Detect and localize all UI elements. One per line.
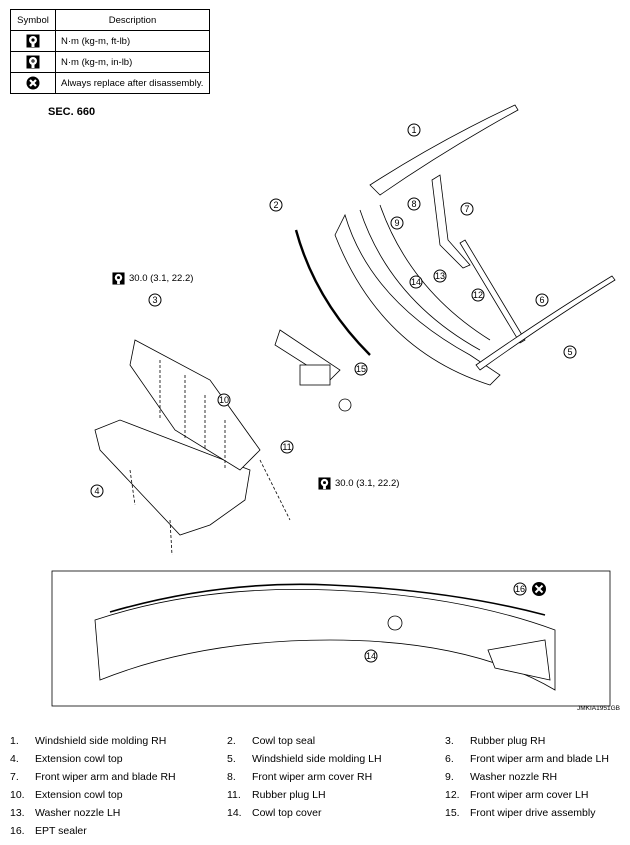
torque-label-lower: 30.0 (3.1, 22.2)	[318, 477, 399, 490]
callout-8: 8	[407, 197, 421, 211]
svg-text:5: 5	[567, 347, 572, 357]
svg-text:3: 3	[152, 295, 157, 305]
callout-12: 12	[471, 288, 485, 302]
legend-num: 15.	[445, 807, 460, 819]
legend-text: Front wiper arm and blade LH	[470, 753, 609, 765]
symbol-table: Symbol Description N·m (kg-m, ft-lb) N·m…	[10, 9, 210, 94]
callout-14-detail: 14	[364, 649, 378, 663]
callout-3: 3	[148, 293, 162, 307]
callout-11: 11	[280, 440, 294, 454]
callout-1: 1	[407, 123, 421, 137]
legend-text: EPT sealer	[35, 825, 87, 837]
callout-9: 9	[390, 216, 404, 230]
legend-num: 10.	[10, 789, 25, 801]
legend-row: 1. Windshield side molding RH 2. Cowl top …	[10, 732, 625, 750]
legend-num: 2.	[227, 735, 236, 747]
legend-num: 7.	[10, 771, 19, 783]
legend-text: Front wiper arm and blade RH	[35, 771, 176, 783]
svg-text:15: 15	[356, 364, 366, 374]
symbol-desc-3: Always replace after disassembly.	[55, 72, 210, 94]
legend-text: Extension cowl top	[35, 789, 123, 801]
exploded-diagram: 1 2 3 4 5 6 7 8 9 10 11 12 13 14 15 14 1…	[51, 104, 616, 707]
torque-wrench-icon	[26, 34, 40, 48]
legend-text: Rubber plug RH	[470, 735, 546, 747]
svg-text:2: 2	[273, 200, 278, 210]
torque-label-upper: 30.0 (3.1, 22.2)	[112, 272, 193, 285]
legend-text: Front wiper drive assembly	[470, 807, 596, 819]
legend-text: Windshield side molding LH	[252, 753, 382, 765]
svg-text:10: 10	[219, 395, 229, 405]
legend-num: 3.	[445, 735, 454, 747]
svg-text:12: 12	[473, 290, 483, 300]
svg-text:11: 11	[282, 442, 291, 452]
callout-2: 2	[269, 198, 283, 212]
torque-value-lower: 30.0 (3.1, 22.2)	[335, 478, 400, 489]
callout-10: 10	[217, 393, 231, 407]
legend-text: Cowl top cover	[252, 807, 322, 819]
callout-14: 14	[409, 275, 423, 289]
legend-row: 13. Washer nozzle LH 14. Cowl top cover 15…	[10, 804, 625, 822]
callout-6: 6	[535, 293, 549, 307]
detail-box	[51, 570, 611, 707]
legend-text: Rubber plug LH	[252, 789, 326, 801]
svg-text:1: 1	[411, 125, 416, 135]
legend-num: 16.	[10, 825, 25, 837]
callout-4: 4	[90, 484, 104, 498]
torque-wrench-icon	[318, 477, 331, 490]
legend-num: 8.	[227, 771, 236, 783]
legend-text: Cowl top seal	[252, 735, 316, 747]
legend-num: 12.	[445, 789, 460, 801]
torque-wrench-small-icon	[26, 55, 40, 69]
legend-num: 11.	[227, 789, 241, 801]
legend-num: 5.	[227, 753, 236, 765]
always-replace-icon	[26, 76, 40, 90]
section-label: SEC. 660	[48, 106, 96, 118]
always-replace-icon	[532, 582, 546, 596]
legend-row: 16. EPT sealer	[10, 822, 625, 840]
legend-text: Front wiper arm cover RH	[252, 771, 373, 783]
svg-text:6: 6	[539, 295, 544, 305]
torque-value-upper: 30.0 (3.1, 22.2)	[129, 273, 194, 284]
callout-13: 13	[433, 269, 447, 283]
legend-row: 10.Extension cowl top 11.Rubber plug LH …	[10, 786, 625, 804]
svg-text:8: 8	[411, 199, 416, 209]
legend-text: Front wiper arm cover LH	[470, 789, 589, 801]
svg-text:4: 4	[94, 486, 99, 496]
svg-text:7: 7	[464, 204, 469, 214]
svg-text:14: 14	[411, 277, 421, 287]
svg-text:13: 13	[435, 271, 445, 281]
callout-5: 5	[563, 345, 577, 359]
svg-text:14: 14	[366, 651, 376, 661]
legend-num: 9.	[445, 771, 454, 783]
legend-num: 6.	[445, 753, 454, 765]
legend-row: 7. Front wiper arm and blade RH 8. Front w…	[10, 768, 625, 786]
callout-16: 16	[513, 582, 527, 596]
legend-num: 14.	[227, 807, 242, 819]
svg-text:16: 16	[515, 584, 525, 594]
legend-text: Washer nozzle LH	[35, 807, 121, 819]
callout-15: 15	[354, 362, 368, 376]
legend-text: Windshield side molding RH	[35, 735, 167, 747]
legend-num: 1.	[10, 735, 19, 747]
parts-legend: 1. Windshield side molding RH 2. Cowl top …	[10, 732, 625, 840]
svg-text:9: 9	[394, 218, 399, 228]
legend-row: 4. Extension cowl top 5. Windshield side m…	[10, 750, 625, 768]
legend-num: 13.	[10, 807, 25, 819]
image-id: JMKIA1951GB	[577, 705, 620, 712]
legend-text: Washer nozzle RH	[470, 771, 558, 783]
legend-text: Extension cowl top	[35, 753, 123, 765]
torque-wrench-icon	[112, 272, 125, 285]
callout-7: 7	[460, 202, 474, 216]
legend-num: 4.	[10, 753, 19, 765]
